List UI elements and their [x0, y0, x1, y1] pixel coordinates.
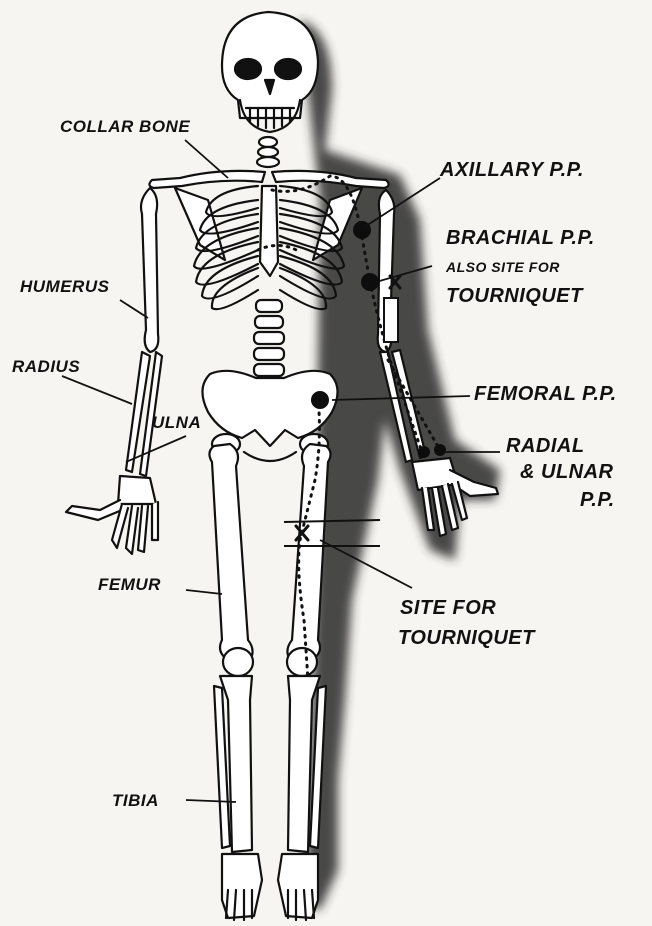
label-tourniquet-arm: TOURNIQUET — [446, 286, 583, 306]
right-eye-socket — [275, 59, 301, 79]
ulnar-pressure-point — [434, 444, 446, 456]
right-foot — [278, 854, 318, 920]
label-radius: RADIUS — [12, 358, 80, 375]
femoral-pressure-point — [311, 391, 329, 409]
label-site-for: SITE FOR — [400, 598, 496, 618]
left-kneecap — [223, 648, 253, 676]
label-also-site-for: ALSO SITE FOR — [446, 260, 560, 274]
label-tourniquet-leg: TOURNIQUET — [398, 628, 535, 648]
spine — [254, 300, 284, 376]
tourniquet-band-arm — [384, 298, 398, 342]
label-femur: FEMUR — [98, 576, 161, 593]
label-radial-line1: RADIAL — [506, 436, 585, 456]
label-collar-bone: COLLAR BONE — [60, 118, 190, 135]
shadow — [300, 20, 500, 910]
label-humerus: HUMERUS — [20, 278, 109, 295]
label-radial-line2: & ULNAR — [520, 462, 614, 482]
left-femur — [209, 444, 252, 660]
label-brachial: BRACHIAL P.P. — [446, 228, 595, 248]
neck-vertebrae — [257, 137, 279, 167]
left-hand — [66, 476, 158, 554]
collar-bone-left — [149, 171, 265, 188]
label-radial-line3: P.P. — [580, 490, 615, 510]
radial-pressure-point — [418, 446, 430, 458]
right-kneecap — [287, 648, 317, 676]
left-eye-socket — [235, 59, 261, 79]
skeleton — [66, 12, 498, 920]
left-foot — [222, 854, 262, 920]
label-femoral: FEMORAL P.P. — [474, 384, 617, 404]
label-axillary: AXILLARY P.P. — [440, 160, 584, 180]
sternum — [260, 186, 278, 276]
left-humerus — [141, 188, 158, 352]
label-tibia: TIBIA — [112, 792, 159, 809]
label-ulna: ULNA — [152, 414, 201, 431]
